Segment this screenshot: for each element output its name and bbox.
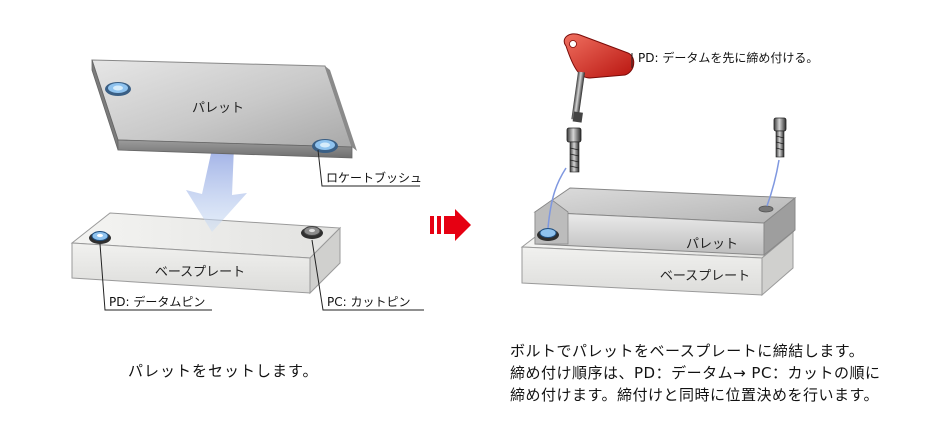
pc-pin-label: PC: カットピン (327, 295, 410, 309)
left-pallet-label: パレット (192, 101, 244, 116)
right-pallet-label: パレット (686, 237, 738, 252)
callout-pc-pin: PC: カットピン (311, 239, 424, 311)
left-pallet-bush-1 (105, 82, 131, 96)
callout-pd-pin: PD: データムピン (99, 243, 212, 311)
left-base-plate: ベースプレート (70, 212, 342, 295)
bolt-pc (773, 117, 787, 158)
bolt-pd (566, 127, 582, 173)
pd-pin-label: PD: データムピン (109, 294, 205, 309)
right-caption: ボルトでパレットをベースプレートに締結します。 締め付け順序は、PD：データム→… (510, 340, 880, 406)
left-panel: ベースプレート (70, 59, 424, 311)
right-pd-bush (537, 228, 559, 241)
left-pd-pin (89, 231, 111, 244)
right-pallet: パレット (533, 187, 797, 257)
left-pallet: パレット (91, 59, 357, 159)
left-caption: パレットをセットします。 (128, 362, 319, 380)
right-panel: ベースプレート パレット (520, 33, 818, 297)
wrench (563, 33, 635, 123)
step-arrow (430, 209, 471, 241)
right-caption-line-2: 締め付け順序は、PD：データム→ PC：カットの順に (510, 364, 881, 382)
right-base-plate-label: ベースプレート (660, 269, 750, 284)
left-pc-pin (301, 226, 323, 239)
locate-bush-label: ロケートブッシュ (326, 170, 422, 185)
guide-line-pd (547, 167, 567, 229)
left-pallet-bush-2 (312, 139, 338, 153)
wrench-note: PD: データムを先に締め付ける。 (638, 50, 818, 65)
right-caption-line-3: 締め付けます。締付けと同時に位置決めを行います。 (510, 386, 880, 404)
guide-line-pc (766, 159, 780, 207)
left-base-plate-label: ベースプレート (155, 265, 245, 280)
right-caption-line-1: ボルトでパレットをベースプレートに締結します。 (510, 342, 865, 360)
callout-locate-bush: ロケートブッシュ (317, 149, 422, 187)
